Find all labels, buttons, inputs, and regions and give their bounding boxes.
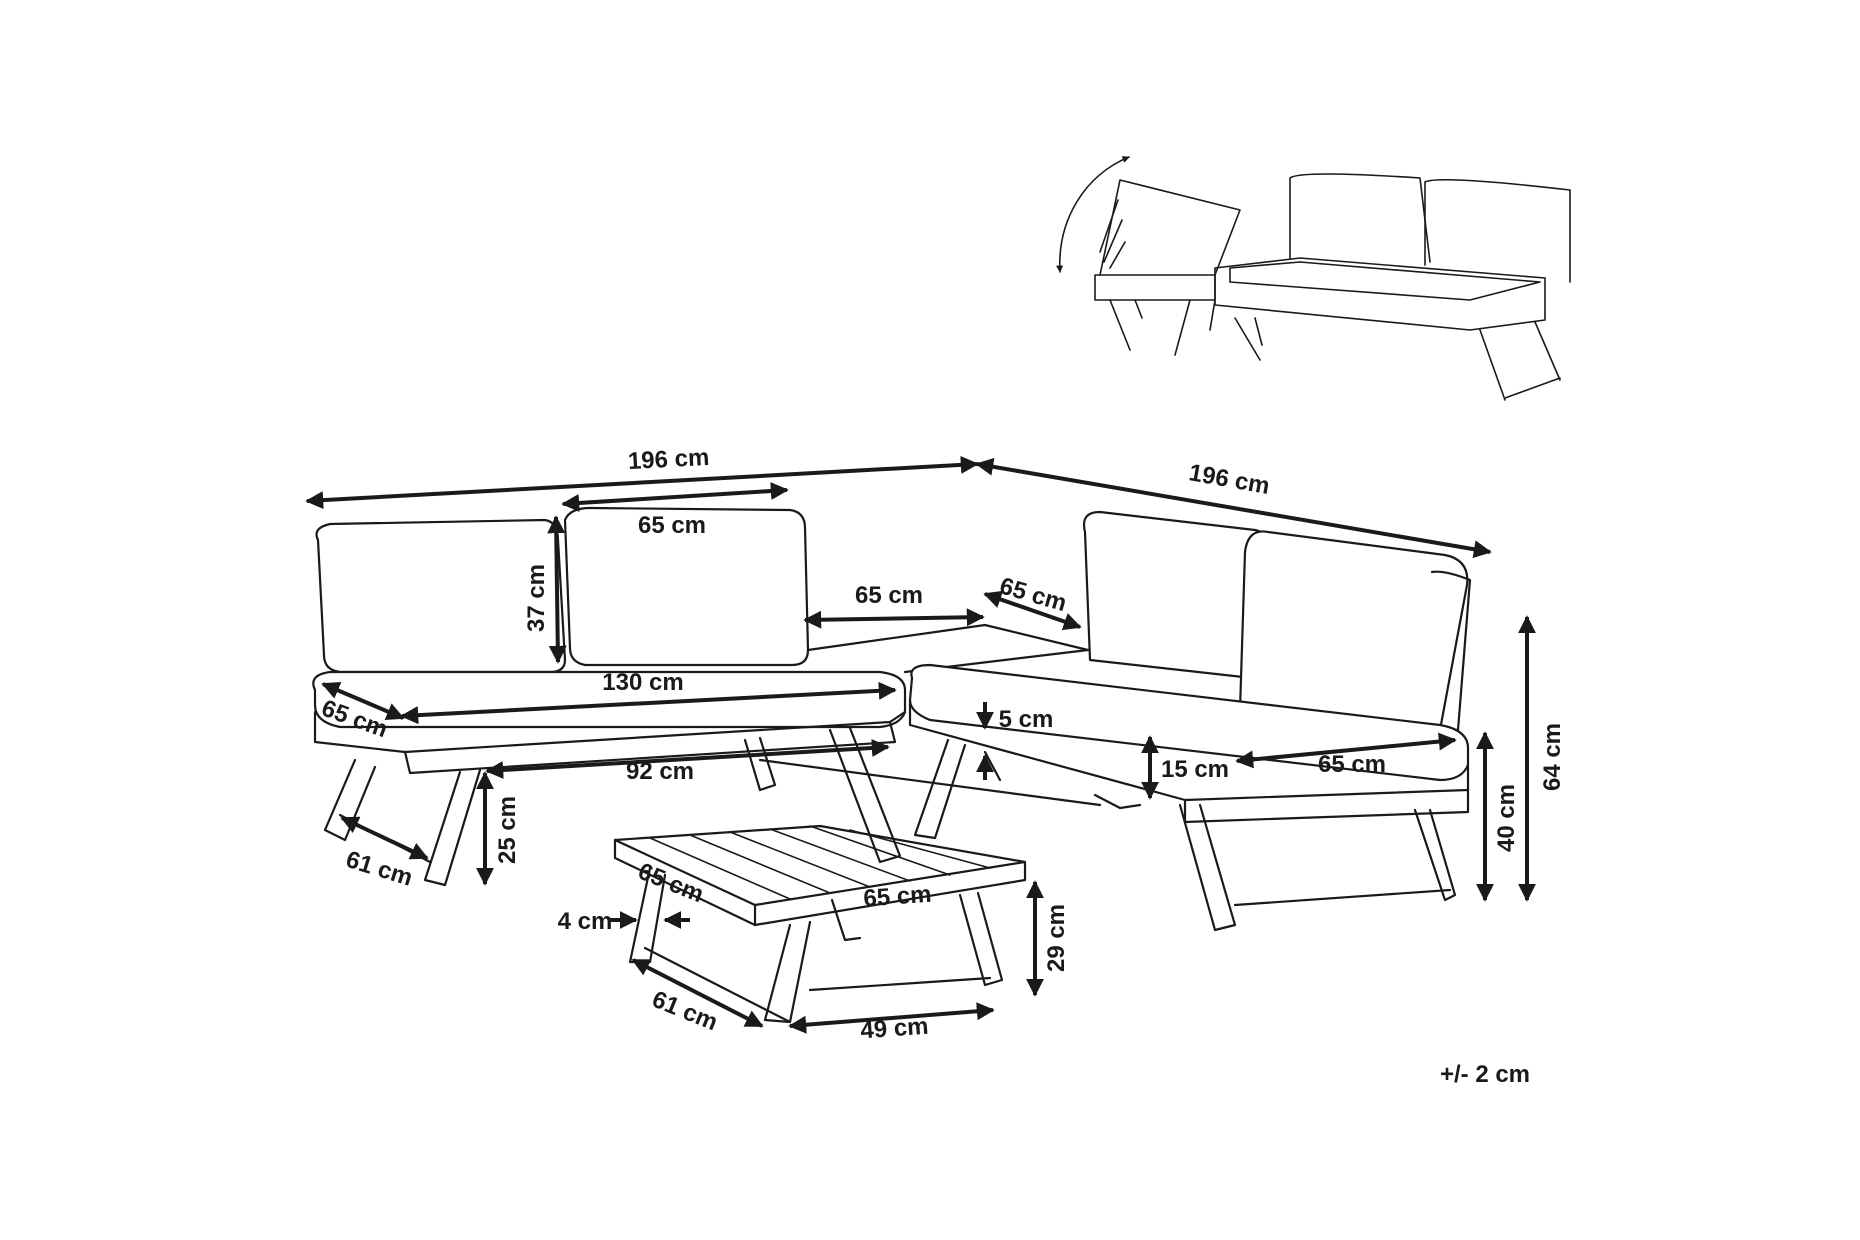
- table-leg-depth-label: 61 cm: [648, 986, 721, 1037]
- table-height-label: 29 cm: [1043, 904, 1070, 972]
- corner-depth-left-label: 65 cm: [855, 582, 923, 609]
- cushion-gap-label: 5 cm: [999, 706, 1054, 733]
- seat-clearance-label: 25 cm: [494, 796, 521, 864]
- tolerance-note: +/- 2 cm: [1440, 1061, 1530, 1088]
- total-height-label: 64 cm: [1539, 723, 1566, 791]
- dimension-lines: [305, 455, 1536, 1034]
- inner-length-label: 92 cm: [626, 758, 694, 785]
- seat-height-label: 40 cm: [1493, 784, 1520, 852]
- back-cushion-height-label: 37 cm: [523, 564, 550, 632]
- reclining-daybed-illustration: [1056, 156, 1571, 401]
- seat-width-right-label: 65 cm: [1318, 751, 1386, 778]
- total-length-right-label: 196 cm: [1187, 459, 1272, 500]
- leg-depth-left-label: 61 cm: [343, 846, 416, 892]
- total-length-left-label: 196 cm: [627, 444, 710, 475]
- table-top-thickness-label: 4 cm: [558, 908, 613, 935]
- table-leg-width-label: 49 cm: [860, 1013, 930, 1045]
- table-width-label: 65 cm: [863, 881, 933, 913]
- seat-width-left-label: 130 cm: [602, 669, 683, 696]
- seat-cushion-thickness-label: 15 cm: [1161, 756, 1229, 783]
- back-cushion-width-label: 65 cm: [638, 512, 706, 539]
